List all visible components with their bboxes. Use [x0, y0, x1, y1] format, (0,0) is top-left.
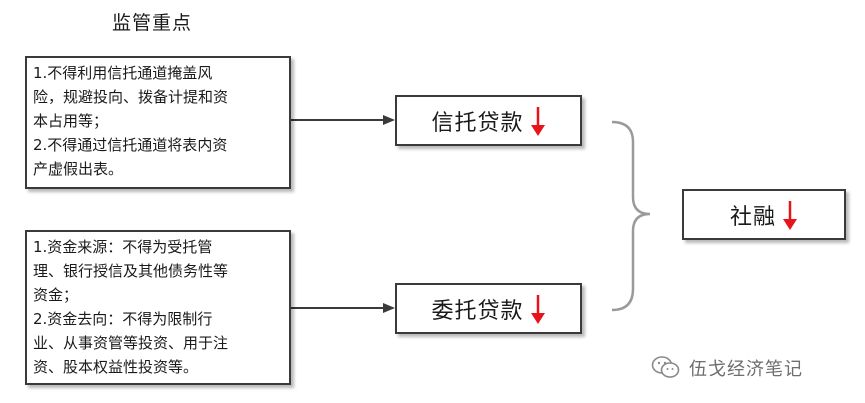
- rule-text-line: 2.资金去向：不得为限制行: [33, 310, 213, 328]
- rule-text-line: 理、银行授信及其他债务性等: [33, 262, 229, 280]
- watermark-text: 伍戈经济笔记: [689, 359, 803, 380]
- rule-text-line: 1.资金来源：不得为受托管: [33, 238, 213, 256]
- brace-connector: [611, 120, 651, 312]
- diagram-title: 监管重点: [112, 12, 193, 34]
- rule-text-line: 资金；: [33, 286, 79, 304]
- node-social-financing: 社融: [682, 189, 846, 240]
- down-arrow-icon: [783, 200, 797, 230]
- wechat-icon: [651, 356, 680, 378]
- rule-text-line: 险，规避投向、拨备计提和资: [33, 88, 229, 106]
- rule-text-line: 业、从事资管等投资、用于注: [33, 334, 229, 352]
- rule-text-line: 本占用等；: [33, 112, 109, 130]
- node-trust-loan: 信托贷款: [395, 95, 582, 146]
- node-label-social-financing: 社融: [729, 204, 776, 230]
- node-label-trust-loan: 信托贷款: [431, 110, 524, 136]
- node-entrusted-loan: 委托贷款: [395, 283, 582, 334]
- rule-box-trust: 1.不得利用信托通道掩盖风 险，规避投向、拨备计提和资 本占用等； 2.不得通过…: [25, 56, 291, 189]
- node-label-entrusted-loan: 委托贷款: [431, 298, 524, 324]
- rule-text-line: 产虚假出表。: [33, 160, 124, 178]
- rule-text-line: 1.不得利用信托通道掩盖风: [33, 64, 213, 82]
- watermark: 伍戈经济笔记: [651, 355, 803, 381]
- rule-box-entrusted: 1.资金来源：不得为受托管 理、银行授信及其他债务性等 资金； 2.资金去向：不…: [25, 230, 291, 385]
- down-arrow-icon: [530, 294, 545, 324]
- rule-text-line: 资、股本权益性投资等。: [33, 358, 199, 376]
- rule-text-line: 2.不得通过信托通道将表内资: [33, 136, 228, 154]
- down-arrow-icon: [530, 106, 545, 136]
